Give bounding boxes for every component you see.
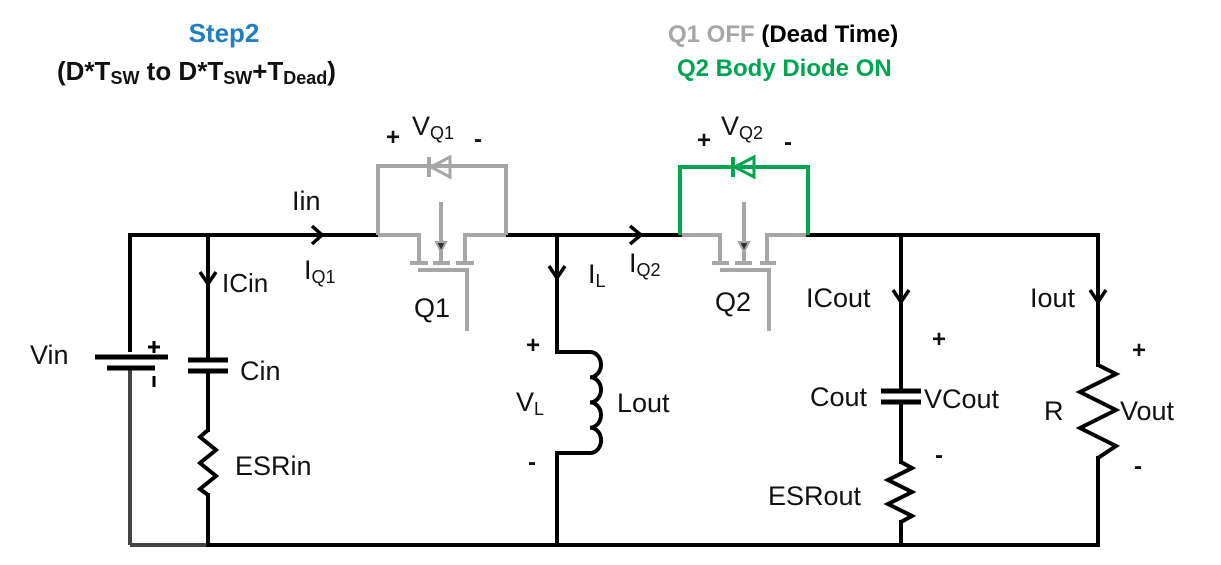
vout-minus: - — [1134, 453, 1142, 480]
cout-capacitor-symbol — [881, 388, 921, 405]
q2-label: Q2 — [715, 287, 751, 317]
lout-label: Lout — [617, 388, 670, 418]
r-resistor-symbol — [1075, 363, 1121, 460]
vq2-label: VQ2 — [721, 111, 763, 143]
icout-arrow-icon — [891, 289, 911, 306]
cin-label: Cin — [240, 356, 281, 386]
esrout-resistor-symbol — [883, 460, 917, 524]
step-title: Step2 — [189, 18, 260, 48]
q2-mosfet-symbol — [678, 154, 810, 331]
vq1-minus: - — [474, 126, 482, 153]
vq2-minus: - — [784, 129, 792, 156]
q2-diode-state: Q2 Body Diode ON — [677, 55, 892, 82]
iq2-label: IQ2 — [629, 248, 661, 280]
iq2-arrow-icon — [628, 224, 644, 246]
vcout-plus: + — [932, 326, 946, 353]
icin-label: ICin — [222, 268, 268, 298]
vcout-minus: - — [935, 442, 943, 469]
esrin-label: ESRin — [235, 451, 312, 481]
vout-label: Vout — [1120, 396, 1175, 426]
state-title: Q1 OFF (Dead Time) — [668, 21, 898, 48]
vl-label: VL — [516, 387, 544, 419]
r-label: R — [1044, 396, 1064, 426]
vl-plus: + — [526, 332, 540, 359]
iout-label: Iout — [1030, 283, 1076, 313]
il-label: IL — [588, 259, 606, 291]
wire-l-top — [555, 233, 569, 354]
esrout-label: ESRout — [768, 481, 862, 511]
vq1-plus: + — [386, 124, 400, 151]
q1-label: Q1 — [414, 293, 450, 323]
iq1-label: IQ1 — [304, 255, 336, 287]
vin-battery-symbol — [95, 341, 168, 387]
icin-arrow-icon — [198, 271, 218, 288]
wire-l-bottom — [555, 451, 569, 547]
cout-label: Cout — [810, 382, 868, 412]
iin-label: Iin — [292, 186, 321, 216]
iout-arrow-icon — [1088, 289, 1108, 306]
esrin-resistor-symbol — [196, 428, 220, 497]
icout-label: ICout — [806, 283, 871, 313]
vl-minus: - — [528, 449, 536, 476]
cin-capacitor-symbol — [188, 357, 228, 374]
q1-mosfet-symbol — [376, 154, 508, 331]
vout-plus: + — [1132, 337, 1146, 364]
vq1-label: VQ1 — [412, 111, 454, 143]
il-arrow-icon — [547, 265, 567, 282]
vin-label: Vin — [30, 340, 69, 370]
vcout-label: VCout — [924, 384, 1000, 414]
iin-arrow-icon — [310, 224, 325, 246]
step-interval: (D*TSW to D*TSW+TDead) — [57, 56, 336, 88]
vq2-plus: + — [697, 127, 711, 154]
wires — [128, 233, 1100, 547]
lout-inductor-symbol — [567, 350, 604, 455]
